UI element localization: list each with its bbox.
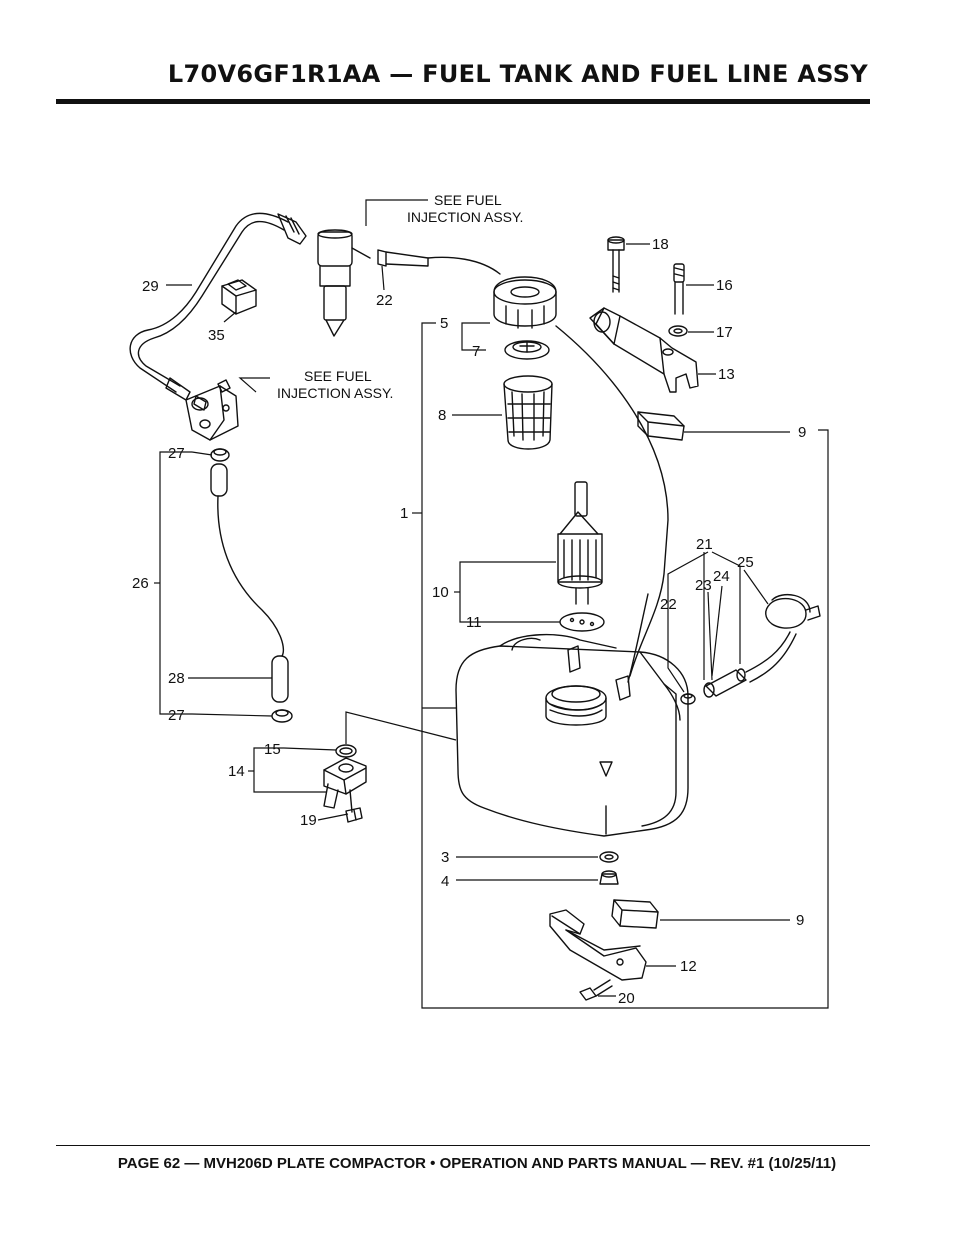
callout-13: 13 — [718, 366, 735, 383]
injection-nozzle — [317, 229, 371, 337]
leader-lines — [154, 199, 829, 1009]
return-hose-inner — [627, 593, 649, 683]
callout-28: 28 — [168, 670, 185, 687]
cushion-9-upper — [637, 411, 685, 441]
cap-35 — [221, 279, 257, 315]
page-title: L70V6GF1R1AA — FUEL TANK AND FUEL LINE A… — [167, 60, 868, 88]
callout-24: 24 — [713, 568, 730, 585]
callout-8: 8 — [438, 407, 446, 424]
bolt-16 — [673, 263, 685, 315]
callout-11: 11 — [466, 614, 482, 631]
callout-35: 35 — [208, 327, 225, 344]
callout-12: 12 — [680, 958, 697, 975]
bolt-18 — [607, 236, 625, 293]
page-footer: PAGE 62 — MVH206D PLATE COMPACTOR • OPER… — [117, 1155, 837, 1172]
footer-rule — [56, 1145, 870, 1146]
clamp-25 — [765, 593, 821, 629]
callout-9-upper: 9 — [798, 424, 806, 441]
callout-1: 1 — [400, 505, 408, 522]
strainer-8 — [503, 375, 553, 450]
tank-cap-5 — [493, 276, 557, 329]
callout-23: 23 — [695, 577, 712, 594]
callout-20: 20 — [618, 990, 635, 1007]
callout-15: 15 — [264, 741, 281, 758]
callout-9-lower: 9 — [796, 912, 804, 929]
note-top-line2: INJECTION ASSY. — [407, 209, 523, 225]
nut-4 — [599, 870, 619, 885]
callout-21: 21 — [696, 536, 713, 553]
callout-14: 14 — [228, 763, 245, 780]
note-left-line1: SEE FUEL — [304, 368, 372, 384]
gasket-7 — [504, 340, 550, 360]
callout-5: 5 — [440, 315, 448, 332]
note-left-line2: INJECTION ASSY. — [277, 385, 393, 401]
callout-26: 26 — [132, 575, 149, 592]
callout-19: 19 — [300, 812, 317, 829]
title-rule — [56, 99, 870, 104]
injection-pipe-29 — [129, 212, 307, 393]
injection-pump — [165, 377, 239, 441]
callout-7: 7 — [472, 343, 480, 360]
callout-18: 18 — [652, 236, 669, 253]
callout-22-right: 22 — [660, 596, 677, 613]
callout-27-bottom: 27 — [168, 707, 185, 724]
clamp-22-right — [680, 693, 696, 705]
callout-3: 3 — [441, 849, 449, 866]
bracket-12 — [549, 909, 647, 981]
washer-3 — [599, 851, 619, 863]
fuel-tank-1 — [455, 633, 689, 837]
banjo-22 — [377, 249, 501, 275]
joint-23 — [703, 631, 797, 698]
callout-29: 29 — [142, 278, 159, 295]
callout-4: 4 — [441, 873, 449, 890]
fuel-cock-14 — [323, 744, 367, 823]
fuel-filter-10 — [557, 481, 603, 605]
callout-27-top: 27 — [168, 445, 185, 462]
callout-16: 16 — [716, 277, 733, 294]
plate-11 — [559, 612, 605, 632]
callout-10: 10 — [432, 584, 449, 601]
bolt-20 — [579, 979, 613, 1001]
washer-17 — [668, 325, 688, 337]
note-top-line1: SEE FUEL — [434, 192, 502, 208]
callout-17: 17 — [716, 324, 733, 341]
callout-25: 25 — [737, 554, 754, 571]
bracket-13 — [589, 307, 699, 393]
return-hose — [555, 325, 669, 677]
callout-22-top: 22 — [376, 292, 393, 309]
fuel-hose-26 — [210, 448, 293, 723]
cushion-9-lower — [611, 899, 659, 929]
